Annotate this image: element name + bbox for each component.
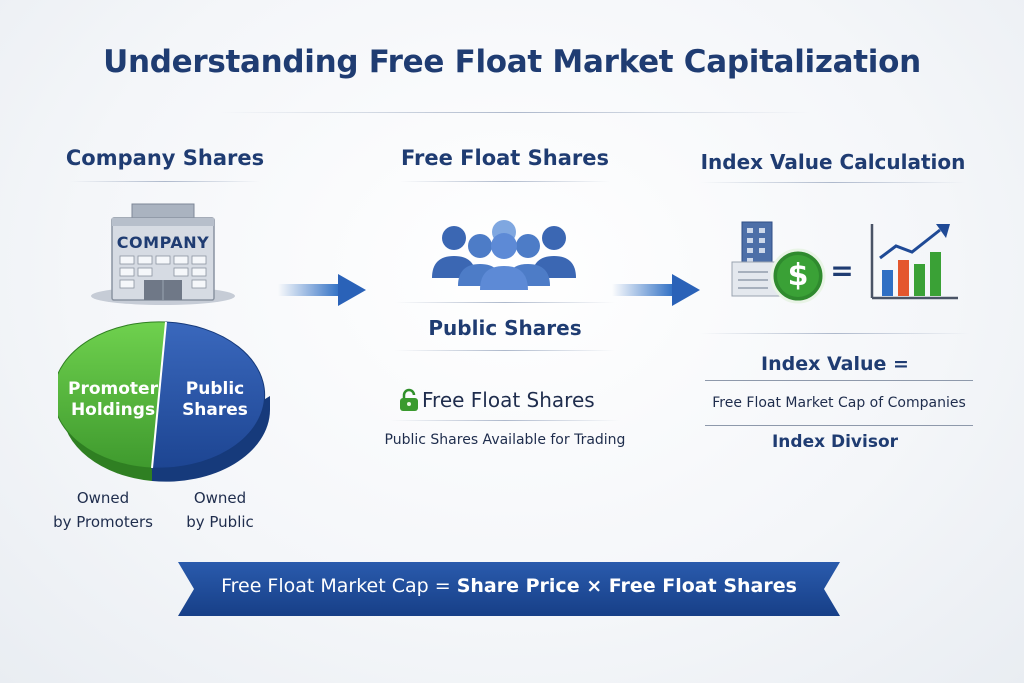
company-sign-text: COMPANY — [116, 233, 210, 252]
caption-public-line1: Owned — [193, 489, 247, 507]
caption-promoters-line1: Owned — [76, 489, 130, 507]
formula-index-value: Index Value = — [761, 353, 909, 375]
formula-top-line — [705, 380, 973, 381]
pie-label-promoter-line1: Promoter — [68, 379, 158, 399]
page-title: Understanding Free Float Market Capitali… — [103, 44, 921, 80]
free-float-heading: Free Float Shares — [401, 146, 609, 170]
caption-promoters: Owned by Promoters — [48, 486, 158, 534]
pie-label-promoter-line2: Holdings — [70, 400, 156, 420]
formula-numerator: Free Float Market Cap of Companies — [712, 395, 966, 411]
free-float-shares-label: Free Float Shares — [422, 388, 595, 412]
dollar-sign: $ — [787, 258, 809, 293]
growth-chart-icon — [870, 224, 958, 300]
index-heading-divider — [700, 182, 965, 183]
caption-promoters-line2: by Promoters — [53, 513, 153, 531]
lock-open-icon — [400, 388, 418, 411]
free-float-divider — [390, 420, 620, 421]
people-divider — [395, 302, 615, 303]
title-divider — [220, 112, 810, 113]
index-icons-divider — [700, 333, 970, 334]
public-shares-divider — [395, 350, 615, 351]
company-building-icon — [91, 203, 235, 305]
pie-label-public: Public Shares — [170, 379, 260, 421]
pie-label-public-line1: Public — [185, 379, 245, 399]
arrow-right-icon-2 — [612, 274, 700, 306]
company-heading-divider — [70, 181, 260, 182]
pie-label-public-line2: Shares — [182, 400, 248, 420]
formula-banner-text: Free Float Market Cap = Share Price × Fr… — [178, 575, 840, 597]
caption-public: Owned by Public — [170, 486, 270, 534]
formula-fraction-line — [705, 425, 973, 426]
public-slice — [151, 321, 266, 469]
public-shares-label: Public Shares — [428, 316, 582, 340]
promoter-slice — [58, 321, 167, 469]
banner-prefix: Free Float Market Cap = — [221, 575, 457, 597]
formula-banner-shape — [178, 562, 840, 616]
building-dollar-icon — [731, 221, 826, 304]
caption-public-line2: by Public — [186, 513, 254, 531]
available-for-trading-text: Public Shares Available for Trading — [384, 432, 626, 448]
formula-denominator: Index Divisor — [771, 432, 899, 452]
banner-bold-formula: Share Price × Free Float Shares — [456, 575, 797, 597]
free-float-heading-divider — [400, 181, 610, 182]
people-group-icon — [432, 220, 576, 290]
equals-sign: = — [830, 254, 854, 287]
arrow-right-icon — [278, 274, 366, 306]
shares-pie-chart — [58, 321, 270, 482]
company-shares-heading: Company Shares — [65, 146, 265, 170]
index-calc-heading: Index Value Calculation — [700, 150, 966, 174]
pie-label-promoter: Promoter Holdings — [66, 379, 160, 421]
